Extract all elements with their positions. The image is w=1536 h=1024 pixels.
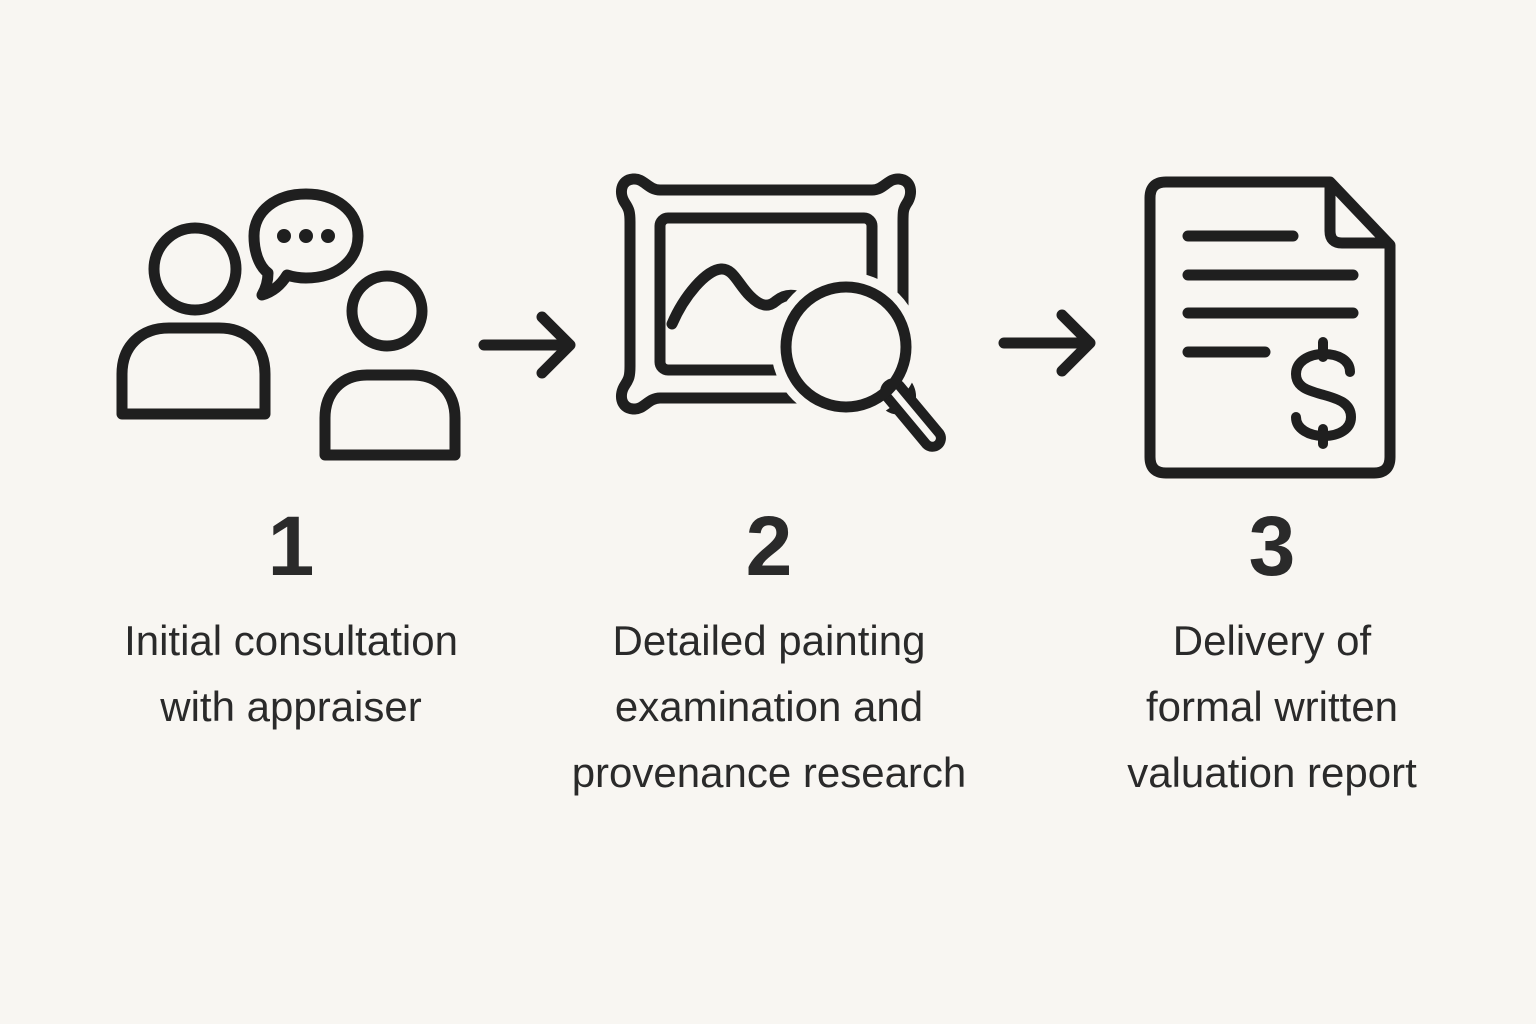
step-1-label: Initial consultation with appraiser [81, 608, 501, 740]
step-2-number: 2 [745, 499, 793, 593]
step-2-label-line: examination and [614, 683, 924, 730]
step-2-label-line: Detailed painting [612, 617, 926, 664]
valuation-document-dollar-icon [1144, 176, 1396, 479]
people-chat-icon [116, 188, 461, 461]
step-2-label-line: provenance research [571, 749, 967, 796]
step-3-number: 3 [1248, 499, 1296, 593]
step-1-label-line: with appraiser [160, 683, 422, 730]
step-1-number: 1 [267, 499, 315, 593]
right-arrow-icon [998, 309, 1096, 377]
step-3-label-line: Delivery of [1172, 617, 1372, 664]
step-3-label-line: formal written [1145, 683, 1399, 730]
painting-magnifier-icon [615, 173, 946, 452]
step-1-label-line: Initial consultation [124, 617, 458, 664]
right-arrow-icon [478, 311, 576, 379]
step-2-label: Detailed painting examination and proven… [559, 608, 979, 806]
step-3-label-line: valuation report [1127, 749, 1417, 796]
step-3-label: Delivery of formal written valuation rep… [1062, 608, 1482, 806]
